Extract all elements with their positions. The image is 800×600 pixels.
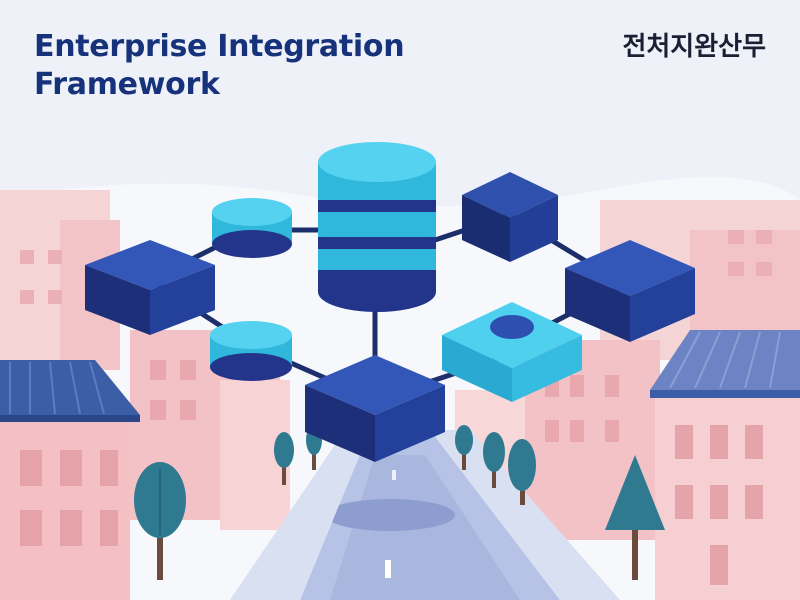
storage-cylinder-icon bbox=[212, 198, 292, 258]
title-line-1: Enterprise Integration bbox=[34, 29, 405, 64]
storage-cylinder-icon bbox=[210, 321, 292, 381]
korean-label: 전처지완산무 bbox=[622, 32, 766, 62]
title-line-2: Framework bbox=[34, 67, 220, 102]
server-block-icon bbox=[442, 302, 582, 402]
tree-icon bbox=[134, 462, 186, 580]
road bbox=[230, 430, 620, 600]
server-block-icon bbox=[565, 240, 695, 342]
right-foreground-building bbox=[650, 330, 800, 600]
server-block-icon bbox=[85, 240, 215, 335]
tree-icon bbox=[605, 455, 665, 580]
tree-icon bbox=[274, 425, 536, 505]
left-foreground-building bbox=[0, 360, 140, 600]
database-icon bbox=[318, 142, 436, 312]
background-windows bbox=[20, 230, 772, 304]
server-block-icon bbox=[305, 355, 445, 462]
page-title: Enterprise Integration Framework bbox=[34, 28, 405, 104]
server-block-icon bbox=[462, 172, 558, 262]
